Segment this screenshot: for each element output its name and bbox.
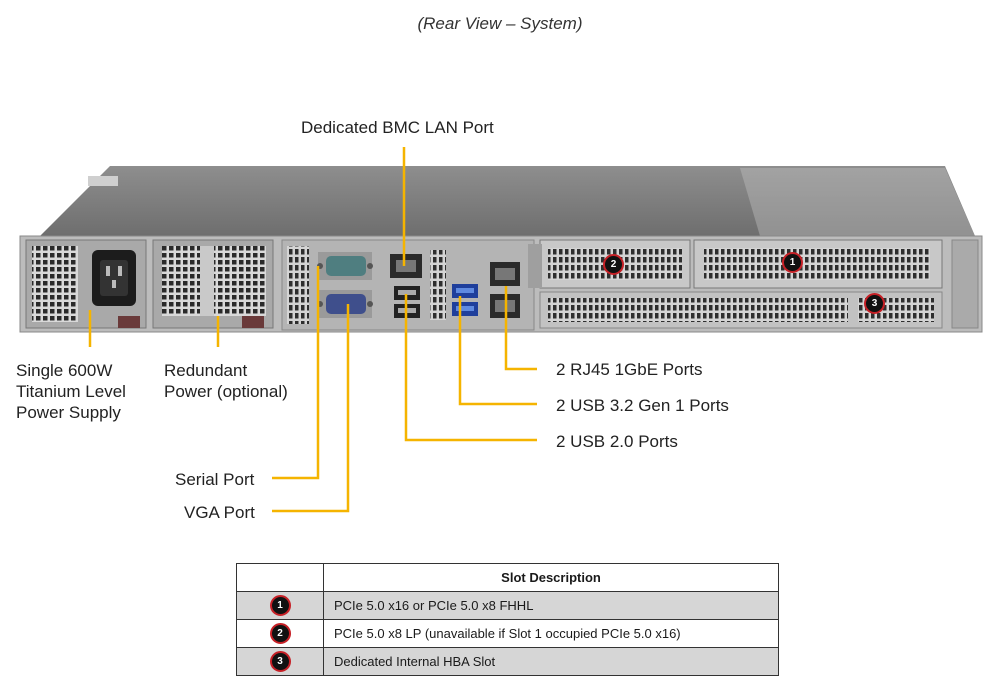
label-bmc-lan-port: Dedicated BMC LAN Port xyxy=(301,118,494,137)
leader-vga xyxy=(272,304,350,513)
label-redundant-line: Redundant xyxy=(164,361,248,380)
label-serial-port: Serial Port xyxy=(175,470,255,489)
badge-number: 2 xyxy=(603,254,624,275)
serial-port xyxy=(317,252,373,280)
slot-number-badge: 3 xyxy=(269,651,291,672)
label-power-supply: Single 600W Titanium Level Power Supply xyxy=(16,360,126,423)
usb-3-2-ports xyxy=(452,284,478,316)
label-psu-line: Power Supply xyxy=(16,403,121,422)
table-header-desc: Slot Description xyxy=(323,563,779,592)
label-psu-line: Titanium Level xyxy=(16,382,126,401)
label-redundant-line: Power (optional) xyxy=(164,382,288,401)
leader-serial xyxy=(272,266,320,480)
redundant-power-bay xyxy=(152,239,274,329)
vga-port xyxy=(317,290,373,318)
pcie-slot-1 xyxy=(693,239,943,289)
figure-caption: (Rear View – System) xyxy=(417,14,583,33)
slot-number-badge: 1 xyxy=(269,595,291,616)
slot-description-table: Slot Description 1 PCIe 5.0 x16 or PCIe … xyxy=(236,563,779,676)
table-cell-desc: Dedicated Internal HBA Slot xyxy=(323,647,779,676)
slot-3-badge: 3 xyxy=(864,293,885,314)
slot-number-badge: 2 xyxy=(269,623,291,644)
bmc-lan-port xyxy=(390,254,422,278)
slot-1-badge: 1 xyxy=(782,252,803,273)
table-cell-desc: PCIe 5.0 x8 LP (unavailable if Slot 1 oc… xyxy=(323,619,779,648)
table-cell-desc: PCIe 5.0 x16 or PCIe 5.0 x8 FHHL xyxy=(323,591,779,620)
table-cell-num: 3 xyxy=(236,647,324,676)
leader-usb32 xyxy=(458,296,537,406)
label-usb32-ports: 2 USB 3.2 Gen 1 Ports xyxy=(556,396,729,415)
label-redundant-power: Redundant Power (optional) xyxy=(164,360,288,402)
table-row: 1 PCIe 5.0 x16 or PCIe 5.0 x8 FHHL xyxy=(236,591,779,620)
label-rj45-ports: 2 RJ45 1GbE Ports xyxy=(556,360,703,379)
label-vga-port: VGA Port xyxy=(184,503,255,522)
badge-number: 1 xyxy=(782,252,803,273)
table-cell-num: 1 xyxy=(236,591,324,620)
slot-2-badge: 2 xyxy=(603,254,624,275)
table-row: 3 Dedicated Internal HBA Slot xyxy=(236,647,779,676)
label-psu-line: Single 600W xyxy=(16,361,113,380)
leader-rj45 xyxy=(504,286,537,371)
label-usb20-ports: 2 USB 2.0 Ports xyxy=(556,432,678,451)
power-supply-unit xyxy=(25,239,147,329)
table-header-row: Slot Description xyxy=(236,563,779,592)
leader-usb20 xyxy=(404,294,537,442)
chassis-top xyxy=(40,166,975,236)
table-cell-num: 2 xyxy=(236,619,324,648)
table-row: 2 PCIe 5.0 x8 LP (unavailable if Slot 1 … xyxy=(236,619,779,648)
table-header-num xyxy=(236,563,324,592)
badge-number: 3 xyxy=(864,293,885,314)
